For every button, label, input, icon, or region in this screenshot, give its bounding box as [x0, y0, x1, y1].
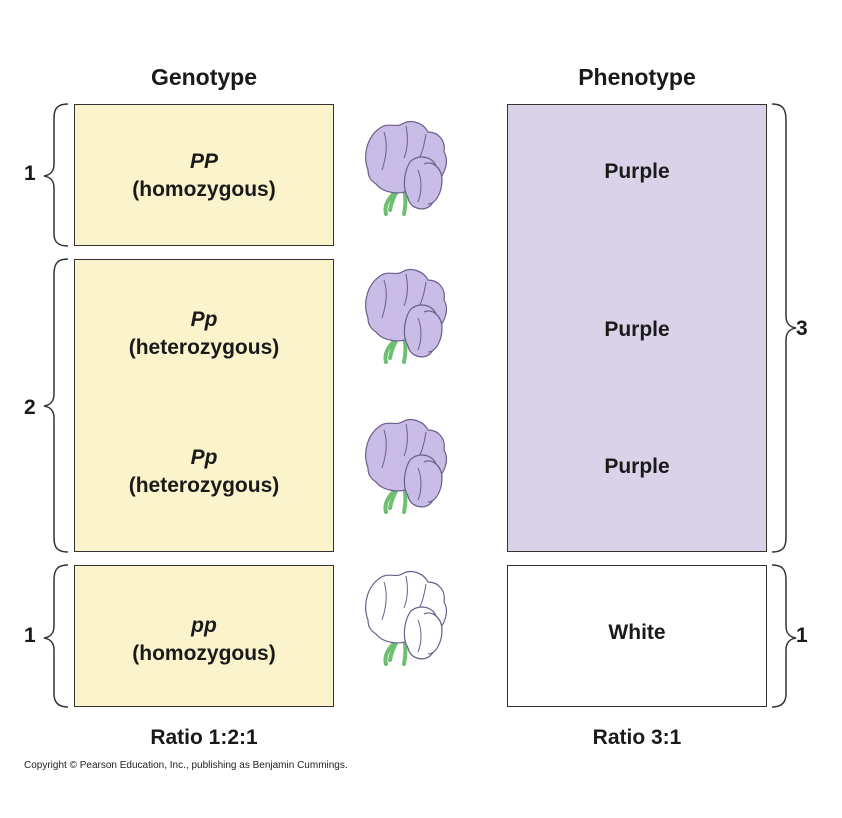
genotype-symbol: PP	[189, 150, 218, 173]
genotype-box-pp	[74, 565, 334, 707]
genotype-ratio: Ratio 1:2:1	[150, 726, 258, 749]
phenotype-label-4: White	[608, 621, 666, 644]
genotype-count-pp: 1	[24, 624, 36, 647]
genotype-label-1: PP (homozygous)	[75, 148, 333, 204]
genotype-symbol: pp	[191, 614, 217, 637]
genotype-header: Genotype	[150, 64, 258, 90]
genotype-zygosity: (homozygous)	[132, 178, 276, 201]
phenotype-box-white	[507, 565, 767, 707]
phenotype-label-1: Purple	[604, 160, 670, 183]
genotype-symbol: Pp	[190, 446, 218, 469]
genotype-count-PP: 1	[24, 162, 36, 185]
genotype-box-Pp	[74, 259, 334, 552]
right-brace-white	[771, 564, 797, 708]
white-flower-icon	[363, 569, 449, 666]
genotype-label-3: Pp (heterozygous)	[75, 444, 333, 500]
purple-flower-icon	[363, 267, 449, 364]
genotype-label-4: pp (homozygous)	[75, 612, 333, 668]
phenotype-label-3: Purple	[604, 455, 670, 478]
genotype-label-2: Pp (heterozygous)	[75, 306, 333, 362]
phenotype-count-white: 1	[796, 624, 808, 647]
purple-flower-icon	[363, 119, 449, 216]
phenotype-ratio: Ratio 3:1	[592, 726, 682, 749]
left-brace-Pp	[43, 258, 69, 553]
genotype-count-Pp: 2	[24, 396, 36, 419]
left-brace-PP	[43, 103, 69, 247]
genotype-symbol: Pp	[190, 308, 218, 331]
phenotype-header: Phenotype	[578, 64, 696, 90]
genotype-zygosity: (homozygous)	[132, 642, 276, 665]
phenotype-box-purple	[507, 104, 767, 552]
phenotype-count-purple: 3	[796, 317, 808, 340]
genotype-zygosity: (heterozygous)	[128, 336, 280, 359]
copyright-notice: Copyright © Pearson Education, Inc., pub…	[24, 760, 348, 771]
genotype-zygosity: (heterozygous)	[128, 474, 280, 497]
genotype-box-PP	[74, 104, 334, 246]
purple-flower-icon	[363, 417, 449, 514]
right-brace-purple	[771, 103, 797, 553]
phenotype-label-2: Purple	[604, 318, 670, 341]
left-brace-pp	[43, 564, 69, 708]
